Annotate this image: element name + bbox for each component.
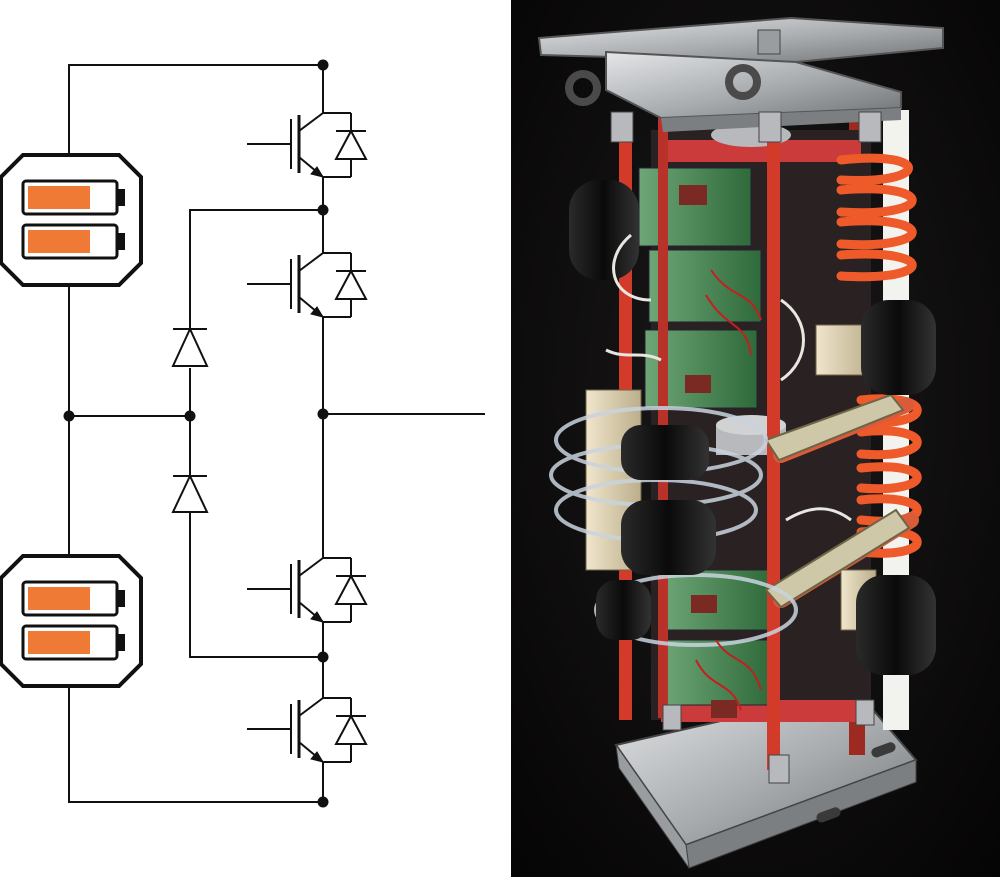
- power-resistors: [764, 393, 919, 609]
- top-bracket: [537, 16, 944, 143]
- base-plate: [614, 688, 918, 869]
- junction-node-icon: [317, 408, 329, 420]
- junction-nodes: [63, 59, 329, 808]
- diode-icon: [171, 326, 209, 367]
- signal-wires: [605, 233, 852, 522]
- red-wires: [695, 269, 762, 711]
- junction-node-icon: [317, 204, 329, 216]
- igbt-icon: [245, 550, 368, 634]
- bottom-nuts: [662, 699, 875, 784]
- battery-module-icon: [0, 554, 143, 688]
- igbt-icon: [245, 690, 368, 774]
- hardware-photo: [511, 0, 1000, 877]
- igbt-icon: [245, 105, 368, 189]
- junction-node-icon: [317, 59, 329, 71]
- igbt-icon: [245, 245, 368, 329]
- clamp-diode-upper: [171, 326, 209, 367]
- junction-node-icon: [317, 796, 329, 808]
- current-sensors: [569, 180, 936, 675]
- junction-node-icon: [317, 651, 329, 663]
- npc-schematic: [0, 59, 485, 808]
- diode-icon: [171, 473, 209, 513]
- junction-node-icon: [63, 410, 75, 422]
- battery-module-icon: [0, 153, 143, 287]
- clamp-diode-lower: [171, 473, 209, 513]
- schematic-wires: [68, 64, 485, 803]
- junction-node-icon: [184, 410, 196, 422]
